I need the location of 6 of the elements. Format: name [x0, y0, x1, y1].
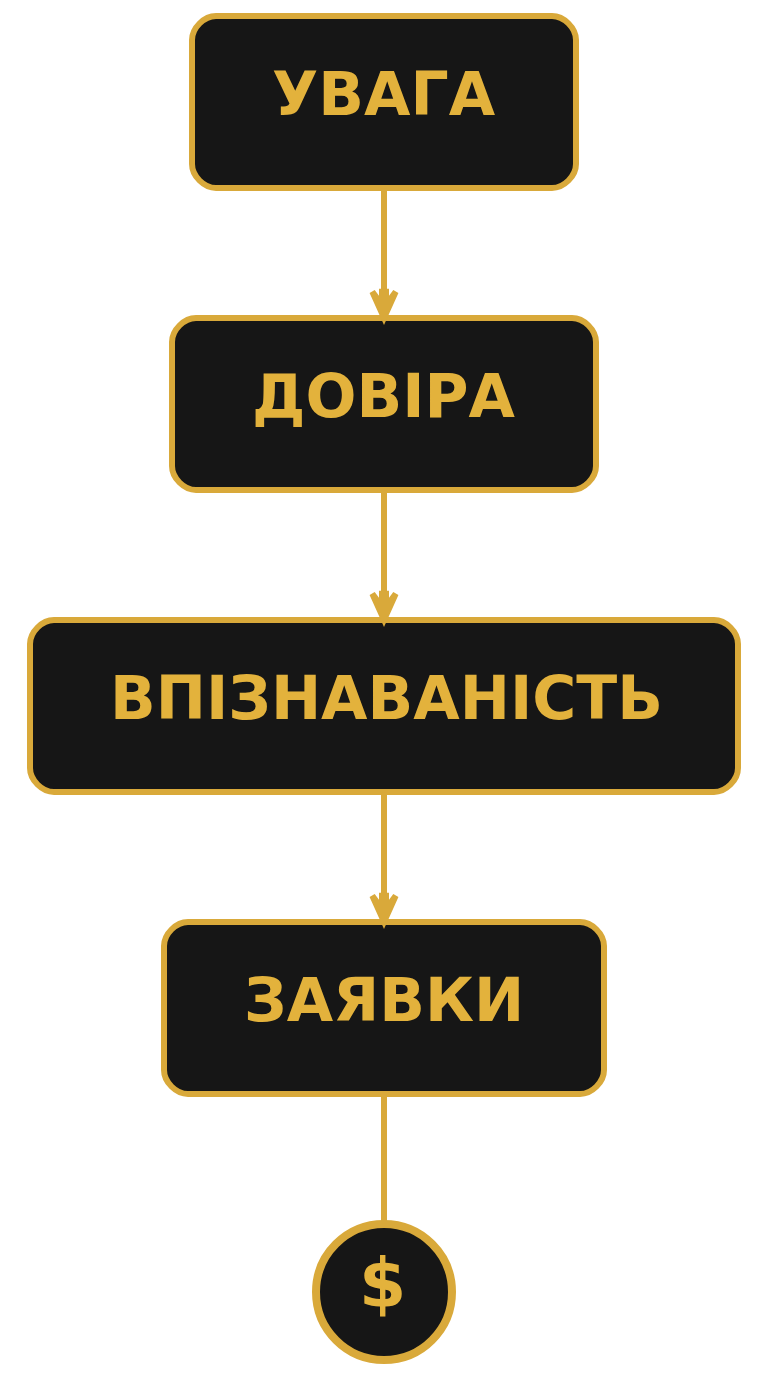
node-box: УВАГА — [189, 13, 579, 191]
node-box: ВПІЗНАВАНІСТЬ — [27, 617, 741, 795]
node-box: ЗАЯВКИ — [161, 919, 607, 1097]
node-circle: $ — [312, 1220, 456, 1364]
connector — [381, 1094, 387, 1224]
node-box: ДОВІРА — [169, 315, 599, 493]
